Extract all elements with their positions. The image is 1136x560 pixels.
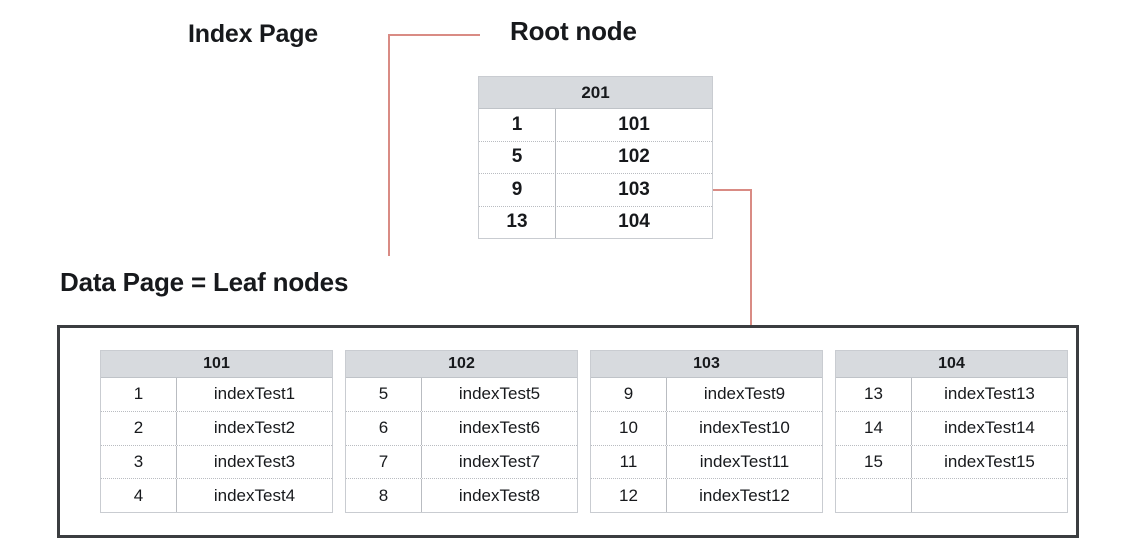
leaf-value-cell: indexTest13 — [944, 384, 1035, 404]
root-node-table: 201 1 101 5 102 9 103 13 104 — [478, 76, 713, 239]
root-to-leaf-connector-horizontal — [712, 189, 752, 191]
leaf-value-cell: indexTest12 — [699, 485, 790, 505]
root-key-cell: 1 — [479, 109, 556, 141]
table-row: 2 indexTest2 — [101, 411, 332, 446]
table-row — [836, 479, 1067, 512]
leaf-value-cell: indexTest8 — [458, 485, 541, 505]
leaf-key-cell: 15 — [836, 445, 912, 479]
index-page-label: Index Page — [188, 20, 318, 48]
leaf-page-id: 101 — [101, 351, 332, 378]
leaf-node-table-101: 101 1 indexTest1 2 indexTest2 3 indexTes… — [100, 350, 333, 513]
leaf-value-cell: indexTest14 — [944, 418, 1035, 438]
leaf-key-cell: 14 — [836, 411, 912, 445]
leaf-key-cell: 6 — [346, 411, 422, 445]
leaf-key-cell: 11 — [591, 445, 667, 479]
leaf-rows: 1 indexTest1 2 indexTest2 3 indexTest3 4… — [101, 378, 332, 512]
leaf-node-table-104: 104 13 indexTest13 14 indexTest14 15 ind… — [835, 350, 1068, 513]
leaf-rows: 13 indexTest13 14 indexTest14 15 indexTe… — [836, 378, 1067, 512]
leaf-value-cell: indexTest2 — [213, 418, 296, 438]
leaf-value-cell: indexTest15 — [944, 451, 1035, 471]
table-row: 3 indexTest3 — [101, 445, 332, 480]
root-node-label: Root node — [510, 16, 637, 46]
table-row: 13 indexTest13 — [836, 378, 1067, 412]
leaf-key-cell: 8 — [346, 479, 422, 512]
table-row: 12 indexTest12 — [591, 479, 822, 512]
leaf-page-id: 102 — [346, 351, 577, 378]
leaf-key-cell: 2 — [101, 411, 177, 445]
leaf-page-id: 104 — [836, 351, 1067, 378]
leaf-rows: 5 indexTest5 6 indexTest6 7 indexTest7 8… — [346, 378, 577, 512]
leaf-value-cell: indexTest4 — [213, 485, 296, 505]
root-node-page-id: 201 — [479, 77, 712, 109]
leaf-rows: 9 indexTest9 10 indexTest10 11 indexTest… — [591, 378, 822, 512]
leaf-value-cell-empty — [912, 479, 1067, 512]
leaf-key-cell: 13 — [836, 378, 912, 411]
table-row: 10 indexTest10 — [591, 411, 822, 446]
leaf-value-cell: indexTest6 — [458, 418, 541, 438]
table-row: 15 indexTest15 — [836, 445, 1067, 480]
root-to-leaf-connector-vertical — [750, 189, 752, 349]
leaf-key-cell: 7 — [346, 445, 422, 479]
leaf-value-cell: indexTest3 — [213, 451, 296, 471]
root-key-cell: 13 — [479, 206, 556, 238]
root-key-cell: 9 — [479, 174, 556, 206]
table-row: 14 indexTest14 — [836, 411, 1067, 446]
table-row: 1 indexTest1 — [101, 378, 332, 412]
leaf-value-cell: indexTest1 — [213, 384, 296, 404]
table-row: 5 102 — [479, 141, 712, 174]
leaf-key-cell: 12 — [591, 479, 667, 512]
table-row: 9 103 — [479, 174, 712, 207]
leaf-value-cell: indexTest10 — [699, 418, 790, 438]
leaf-value-cell: indexTest7 — [458, 451, 541, 471]
leaf-key-cell-empty — [836, 479, 912, 512]
leaf-key-cell: 3 — [101, 445, 177, 479]
leaf-key-cell: 5 — [346, 378, 422, 411]
table-row: 1 101 — [479, 109, 712, 142]
data-page-label: Data Page = Leaf nodes — [60, 267, 349, 297]
table-row: 9 indexTest9 — [591, 378, 822, 412]
table-row: 4 indexTest4 — [101, 479, 332, 512]
root-key-cell: 5 — [479, 141, 556, 173]
root-node-rows: 1 101 5 102 9 103 13 104 — [479, 109, 712, 238]
table-row: 6 indexTest6 — [346, 411, 577, 446]
index-page-connector-vertical — [388, 34, 390, 256]
table-row: 8 indexTest8 — [346, 479, 577, 512]
leaf-key-cell: 9 — [591, 378, 667, 411]
root-pointer-cell: 103 — [618, 178, 650, 200]
table-row: 11 indexTest11 — [591, 445, 822, 480]
table-row: 5 indexTest5 — [346, 378, 577, 412]
leaf-page-id: 103 — [591, 351, 822, 378]
leaf-key-cell: 1 — [101, 378, 177, 411]
root-pointer-cell: 101 — [618, 113, 650, 135]
leaf-value-cell: indexTest9 — [703, 384, 786, 404]
index-page-connector-horizontal — [388, 34, 480, 36]
leaf-key-cell: 4 — [101, 479, 177, 512]
leaf-node-table-102: 102 5 indexTest5 6 indexTest6 7 indexTes… — [345, 350, 578, 513]
leaf-value-cell: indexTest11 — [699, 451, 790, 471]
table-row: 13 104 — [479, 206, 712, 238]
leaf-value-cell: indexTest5 — [458, 384, 541, 404]
leaf-node-table-103: 103 9 indexTest9 10 indexTest10 11 index… — [590, 350, 823, 513]
leaf-key-cell: 10 — [591, 411, 667, 445]
root-pointer-cell: 102 — [618, 146, 650, 168]
table-row: 7 indexTest7 — [346, 445, 577, 480]
root-pointer-cell: 104 — [618, 211, 650, 233]
